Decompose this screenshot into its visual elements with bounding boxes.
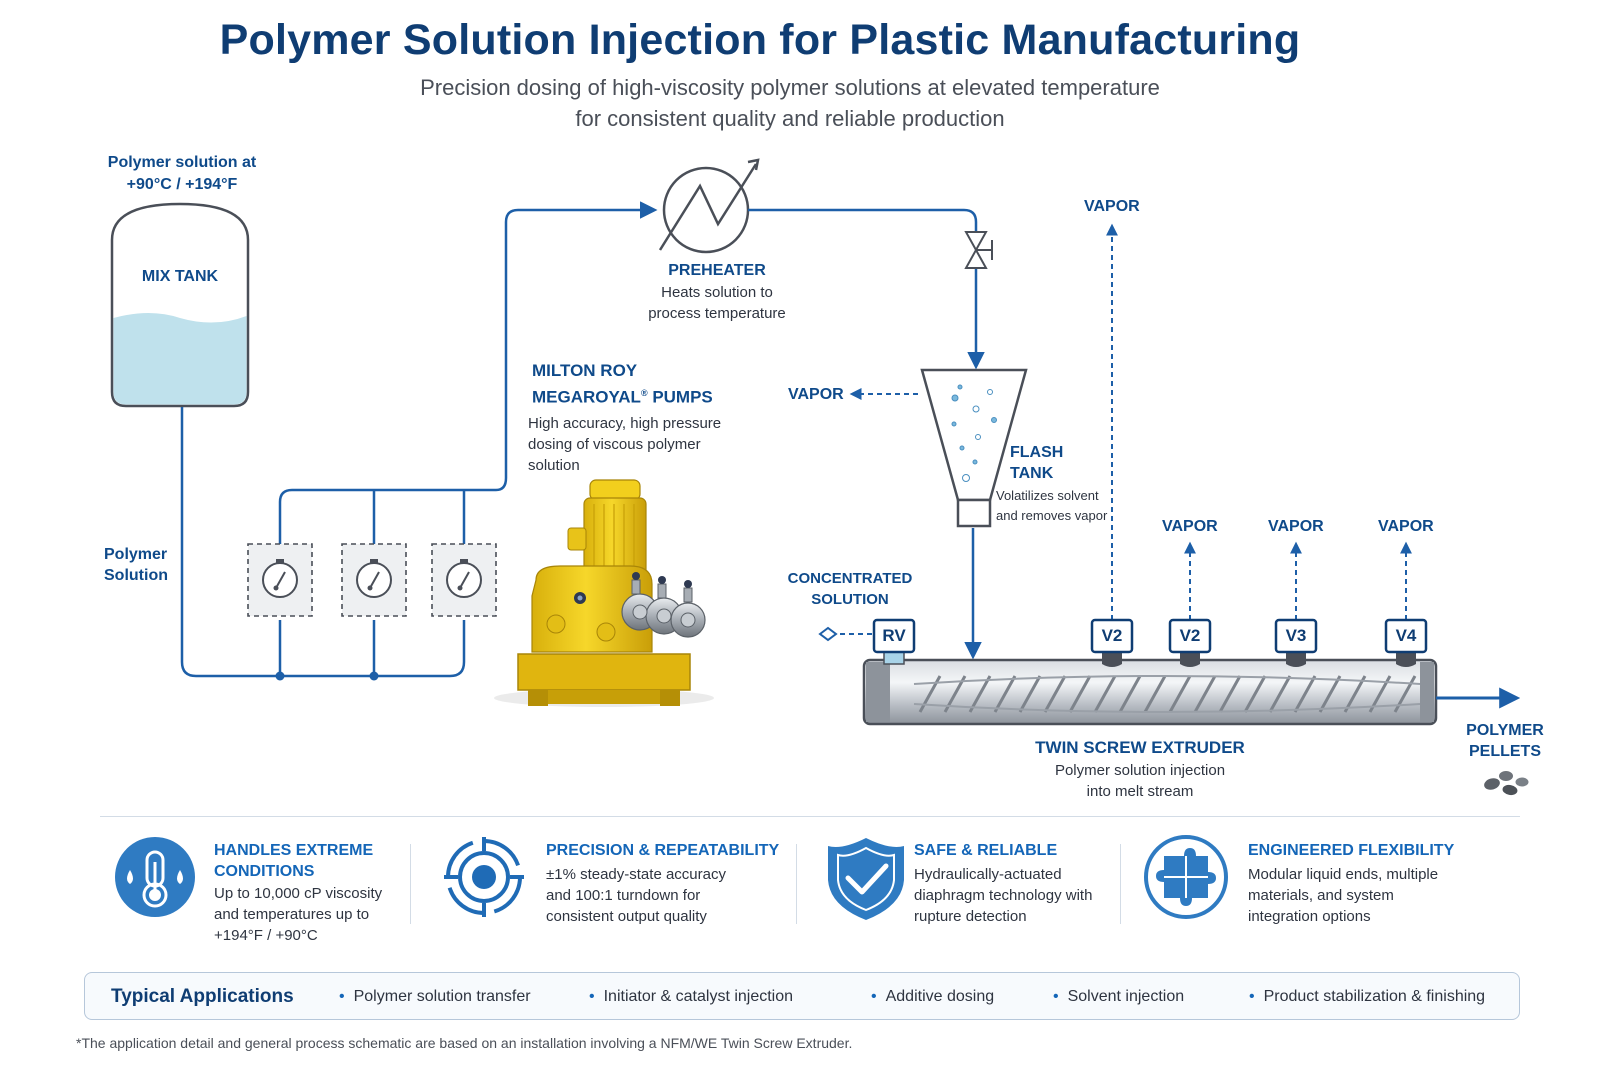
- feature-desc: Hydraulically-actuated diaphragm technol…: [914, 866, 1093, 925]
- pump-head-1: [247, 543, 313, 617]
- mix-tank-temp-label: Polymer solution at +90°C / +194°F: [107, 154, 257, 193]
- feature-title: PRECISION & REPEATABILITY: [546, 842, 780, 859]
- flash-tank: [920, 368, 1028, 528]
- application-item: Product stabilization & finishing: [1249, 988, 1485, 1006]
- port-label-v3: V3: [1285, 626, 1307, 645]
- concentrated-solution-port-marker: [818, 626, 838, 642]
- footnote: *The application detail and general proc…: [76, 1035, 853, 1051]
- pump-heads: [247, 543, 497, 617]
- target-icon: [444, 837, 524, 917]
- liquid-ends: [621, 572, 706, 638]
- valve-symbol: [964, 231, 993, 269]
- discharge-piping: [748, 208, 985, 370]
- megaroyal-pump-illustration: [494, 479, 714, 707]
- pump-head-2: [341, 543, 407, 617]
- flash-tank-desc: Volatilizes solvent and removes vapor: [996, 488, 1108, 523]
- mix-tank: [110, 202, 250, 408]
- feature-title: SAFE & RELIABLE: [914, 842, 1058, 859]
- feature-desc: ±1% steady-state accuracy and 100:1 turn…: [546, 866, 726, 925]
- preheater-label-group: PREHEATER Heats solution to process temp…: [614, 262, 820, 324]
- feature-separator: [1120, 844, 1121, 924]
- polymer-solution-label: Polymer Solution: [104, 546, 168, 584]
- feature-title: HANDLES EXTREME CONDITIONS: [214, 842, 374, 880]
- thermometer-droplets-icon: [115, 837, 195, 917]
- concentrated-solution-label: CONCENTRATED SOLUTION: [787, 570, 913, 608]
- pumps-label: MILTON ROY MEGAROYAL® PUMPS: [532, 361, 713, 407]
- port-label-v2b: V2: [1179, 626, 1201, 645]
- feature-flexibility: ENGINEERED FLEXIBILITY Modular liquid en…: [1248, 840, 1454, 927]
- subtitle-line-2: for consistent quality and reliable prod…: [575, 106, 1005, 131]
- application-item: Additive dosing: [871, 988, 995, 1006]
- polymer-pellets-label: POLYMER PELLETS: [1466, 722, 1544, 760]
- section-divider: [100, 816, 1520, 817]
- page-subtitle: Precision dosing of high-viscosity polym…: [0, 72, 1580, 134]
- page-title: Polymer Solution Injection for Plastic M…: [219, 16, 1301, 64]
- feature-title: ENGINEERED FLEXIBILITY: [1248, 842, 1455, 859]
- feature-separator: [796, 844, 797, 924]
- application-item: Polymer solution transfer: [339, 988, 531, 1006]
- pipe-junction: [275, 671, 285, 681]
- vapor-label-flash: VAPOR: [788, 386, 844, 403]
- mix-tank-liquid: [113, 313, 247, 405]
- mix-tank-label: MIX TANK: [141, 268, 219, 285]
- feature-extreme-conditions: HANDLES EXTREME CONDITIONS Up to 10,000 …: [214, 840, 382, 946]
- vapor-label-v2b: VAPOR: [1162, 518, 1218, 535]
- pumps-desc: High accuracy, high pressure dosing of v…: [528, 414, 722, 474]
- feature-precision: PRECISION & REPEATABILITY ±1% steady-sta…: [546, 840, 779, 927]
- screw-flights: [913, 675, 1421, 713]
- vapor-label-v2a: VAPOR: [1084, 198, 1140, 215]
- preheater-desc: Heats solution to process temperature: [648, 284, 786, 322]
- port-label-rv: RV: [882, 626, 906, 645]
- extruder-desc: Polymer solution injection into melt str…: [1054, 762, 1226, 800]
- flash-tank-label: FLASH TANK: [1010, 444, 1064, 482]
- flash-tank-bubbles: [951, 384, 997, 482]
- puzzle-icon: [1144, 835, 1228, 919]
- extruder-label-group: TWIN SCREW EXTRUDER Polymer solution inj…: [1010, 738, 1270, 802]
- preheater-label: PREHEATER: [668, 262, 766, 279]
- feature-desc: Modular liquid ends, multiple materials,…: [1248, 866, 1439, 925]
- pipe-junction: [369, 671, 379, 681]
- typical-applications-box: Typical Applications Polymer solution tr…: [84, 972, 1520, 1020]
- preheater-symbol: [658, 158, 760, 254]
- vapor-label-v4: VAPOR: [1378, 518, 1434, 535]
- vapor-label-v3: VAPOR: [1268, 518, 1324, 535]
- applications-title: Typical Applications: [111, 986, 294, 1007]
- pumps-label-group: MILTON ROY MEGAROYAL® PUMPS High accurac…: [528, 360, 721, 476]
- flash-tank-label-group: FLASH TANK Volatilizes solvent and remov…: [996, 442, 1107, 526]
- application-item: Initiator & catalyst injection: [589, 988, 793, 1006]
- port-label-v2a: V2: [1101, 626, 1123, 645]
- pump-head-3: [431, 543, 497, 617]
- feature-desc: Up to 10,000 cP viscosity and temperatur…: [214, 885, 383, 944]
- extruder-port-boxes: [872, 618, 1428, 654]
- feature-separator: [410, 844, 411, 924]
- application-item: Solvent injection: [1053, 988, 1185, 1006]
- port-label-v4: V4: [1395, 626, 1417, 645]
- subtitle-line-1: Precision dosing of high-viscosity polym…: [420, 75, 1160, 100]
- shield-check-icon: [828, 838, 904, 920]
- feature-safe-reliable: SAFE & RELIABLE Hydraulically-actuated d…: [914, 840, 1092, 927]
- twin-screw-extruder: [862, 649, 1438, 726]
- suction-piping: [180, 201, 658, 678]
- extruder-label: TWIN SCREW EXTRUDER: [1035, 738, 1245, 757]
- polymer-pellets-icon: [1484, 771, 1529, 796]
